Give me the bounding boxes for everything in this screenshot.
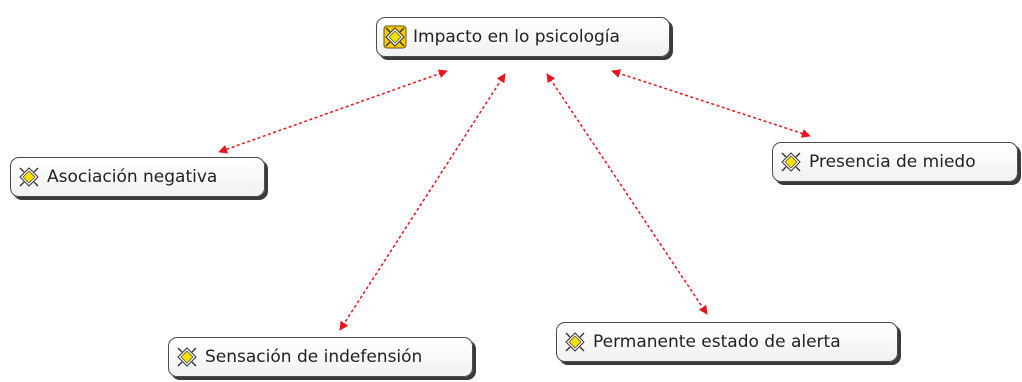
concept-icon (781, 152, 801, 172)
concept-icon (565, 332, 585, 352)
connector-root-sensacion (339, 73, 506, 331)
concept-icon (383, 25, 407, 49)
connector-root-permanente (546, 73, 708, 315)
concept-node-asociacion-negativa[interactable]: Asociación negativa (10, 157, 265, 197)
concept-node-permanente-estado-de-alerta[interactable]: Permanente estado de alerta (556, 322, 898, 362)
concept-node-presencia-de-miedo[interactable]: Presencia de miedo (772, 142, 1018, 182)
concept-label: Sensación de indefensión (205, 347, 423, 367)
concept-icon (177, 347, 197, 367)
connector-root-presencia (611, 69, 811, 138)
concept-icon (19, 167, 39, 187)
connector-root-asociacion (218, 69, 448, 154)
concept-label: Presencia de miedo (809, 152, 976, 172)
root-concept-label: Impacto en lo psicología (413, 27, 620, 47)
root-concept-node[interactable]: Impacto en lo psicología (376, 17, 670, 57)
concept-node-sensacion-de-indefension[interactable]: Sensación de indefensión (168, 337, 473, 377)
concept-label: Asociación negativa (47, 167, 218, 187)
concept-label: Permanente estado de alerta (593, 332, 841, 352)
